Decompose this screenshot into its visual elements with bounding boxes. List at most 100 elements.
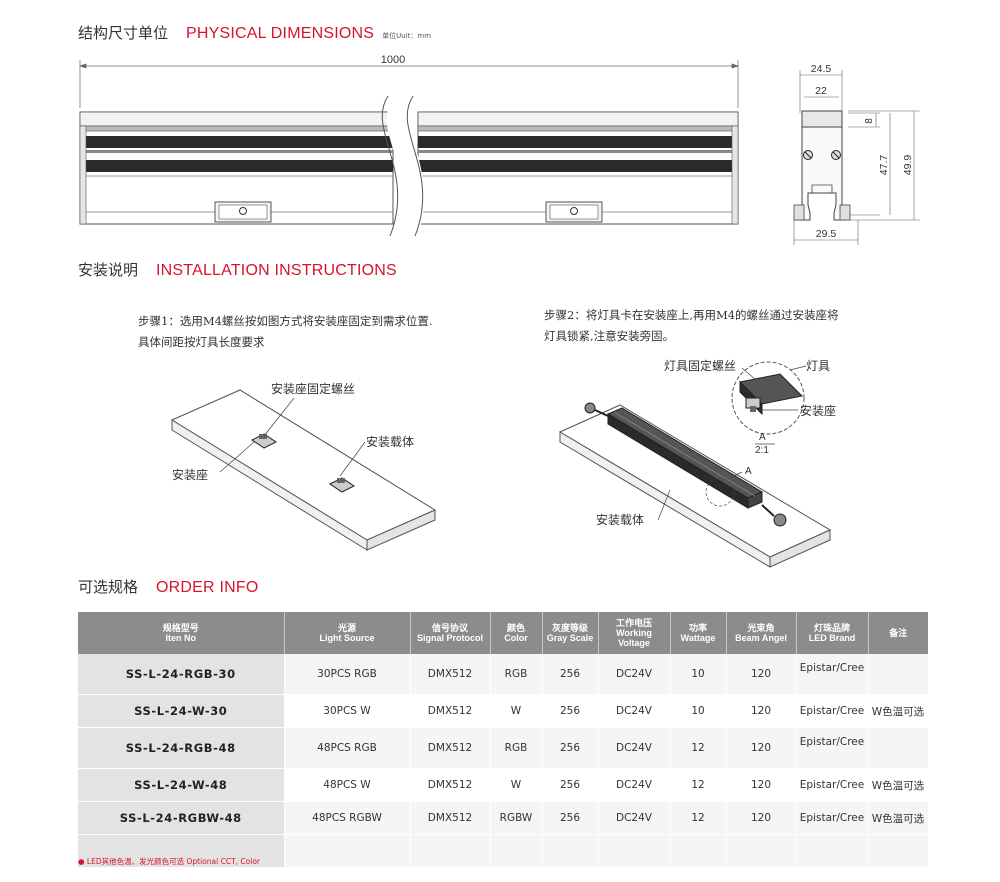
cell-source: 30PCS W [284,694,411,728]
front-view-drawing: 1000 [78,54,740,237]
cell-beam: 120 [726,801,797,835]
cell-voltage: DC24V [598,727,671,769]
fig1-mount-label: 安装座 [172,468,209,482]
step2-line1: 步骤2：将灯具卡在安装座上,再用M4的螺丝通过安装座将 [544,308,839,322]
fig2-mount-label: 安装座 [800,404,837,418]
cell-brand: Epistar/Cree [796,654,869,695]
side-view-drawing: 24.5 22 8 47.7 49.9 29.5 [793,63,920,245]
cell-model: SS-L-24-RGB-30 [78,654,285,695]
installation-figure-2 [558,361,832,568]
cell-voltage: DC24V [598,654,671,695]
cell-model: SS-L-24-RGB-48 [78,727,285,769]
mounting-clip-right [545,201,603,223]
break-line-right [406,95,424,237]
dimensions-section-title: 结构尺寸单位 PHYSICAL DIMENSIONS 单位Uuit：mm [78,22,431,43]
cell-color: RGB [490,654,543,695]
cell-source: 48PCS RGB [284,727,411,769]
installation-title-en: INSTALLATION INSTRUCTIONS [156,262,397,279]
cell-watt: 12 [670,768,727,802]
cell-source: 48PCS RGBW [284,801,411,835]
fig2-screw-label: 灯具固定螺丝 [664,359,737,373]
cell-voltage: DC24V [598,801,671,835]
cell-voltage: DC24V [598,768,671,802]
cell-note: W色温可选 [868,801,929,835]
break-gap [386,100,425,234]
fig2-fixture-label: 灯具 [806,359,831,373]
table-row-empty [78,834,929,868]
cell-gray: 256 [542,654,599,695]
fig2-callout-letter: A [745,466,752,477]
dimensions-title-en: PHYSICAL DIMENSIONS [186,25,375,42]
cell-watt: 12 [670,727,727,769]
cell-gray: 256 [542,768,599,802]
cell-beam: 120 [726,768,797,802]
order-section-title: 可选规格 ORDER INFO [78,576,258,597]
cell-color: W [490,694,543,728]
cell-source: 48PCS W [284,768,411,802]
fig2-carrier-label: 安装载体 [596,513,645,527]
fig2-detail-scale: 2:1 [755,445,769,456]
dim-height-a: 47.7 [878,155,890,176]
cell-gray: 256 [542,727,599,769]
cell-protocol: DMX512 [410,727,491,769]
installation-title-cn: 安装说明 [78,261,139,279]
fixture-body-left [79,111,394,225]
cell-brand: Epistar/Cree [796,727,869,769]
mounting-clip-left [214,201,272,223]
cell-color: W [490,768,543,802]
fig1-screw-label: 安装座固定螺丝 [271,382,356,396]
header-remark: 备注 [868,612,928,654]
cell-brand: Epistar/Cree [796,768,869,802]
table-row: SS-L-24-RGB-30 30PCS RGB DMX512 RGB 256 … [78,654,929,695]
cell-note: W色温可选 [868,694,929,728]
table-row: SS-L-24-W-30 30PCS W DMX512 W 256 DC24V … [78,694,929,728]
dimensions-unit-label: 单位Uuit：mm [382,32,432,40]
cell-source: 30PCS RGB [284,654,411,695]
dimensions-title-cn: 结构尺寸单位 [78,24,169,42]
cell-watt: 10 [670,654,727,695]
cell-note [868,654,929,695]
step2-text: 步骤2：将灯具卡在安装座上,再用M4的螺丝通过安装座将 灯具锁紧,注意安装旁固。 [544,305,839,347]
order-title-cn: 可选规格 [78,578,139,596]
order-footnote: ● LED其他色温、发光颜色可选 Optional CCT, Color [78,857,261,866]
fixture-3d [584,402,787,527]
table-row: SS-L-24-W-48 48PCS W DMX512 W 256 DC24V … [78,768,929,802]
cell-note [868,727,929,769]
table-row: SS-L-24-RGBW-48 48PCS RGBW DMX512 RGBW 2… [78,801,929,835]
length-label: 1000 [381,54,405,66]
fixture-profile [793,110,851,221]
cell-color: RGBW [490,801,543,835]
dim-cap-height: 8 [864,118,875,124]
step2-line2: 灯具锁紧,注意安装旁固。 [544,329,675,343]
cell-beam: 120 [726,727,797,769]
detail-view [731,361,805,435]
cell-beam: 120 [726,654,797,695]
cell-brand: Epistar/Cree [796,801,869,835]
detail-circle [705,477,735,507]
fig1-carrier-label: 安装载体 [366,435,415,449]
order-title-en: ORDER INFO [156,579,259,596]
mount-bracket-1 [251,433,277,449]
mount-bracket-2 [329,477,355,493]
cell-watt: 12 [670,801,727,835]
carrier-board-2 [558,404,832,568]
cell-note: W色温可选 [868,768,929,802]
step1-line2: 具体间距按灯具长度要求 [138,335,265,349]
cell-watt: 10 [670,694,727,728]
fig2-detail-letter: A [759,432,766,443]
dim-height-b: 49.9 [902,155,914,176]
dim-top-width: 24.5 [811,63,832,75]
installation-figure-1 [170,389,437,551]
cell-protocol: DMX512 [410,801,491,835]
cell-model: SS-L-24-W-48 [78,768,285,802]
dim-base-width: 29.5 [816,228,837,240]
cell-color: RGB [490,727,543,769]
